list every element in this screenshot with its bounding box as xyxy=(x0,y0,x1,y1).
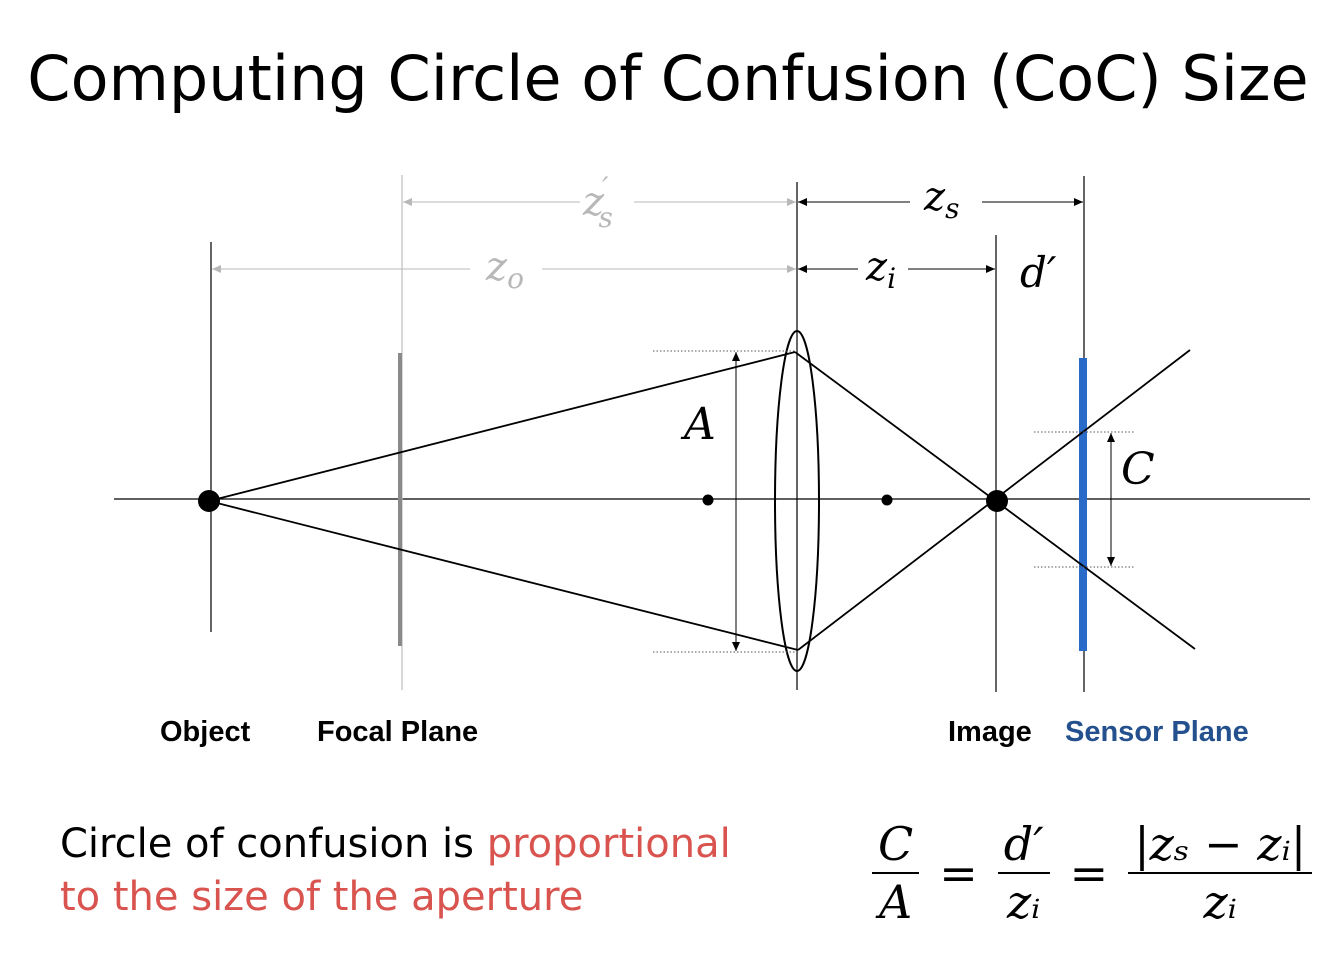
zs-label: zs xyxy=(923,174,959,225)
slide-title: Computing Circle of Confusion (CoC) Size xyxy=(27,42,1309,115)
caption-plain-text: Circle of confusion is xyxy=(60,821,487,867)
zi-label: zi xyxy=(865,244,896,295)
caption-highlight-2: to the size of the aperture xyxy=(60,874,584,920)
caption-highlight-1: proportional xyxy=(486,821,731,867)
equals-sign-2: = xyxy=(1069,846,1109,900)
fraction-2-numerator: d′ xyxy=(1003,817,1044,871)
back-focal-point xyxy=(881,494,893,506)
fraction-3-numerator: |zₛ − zᵢ| xyxy=(1134,817,1307,871)
lens xyxy=(774,330,820,672)
focal-plane-label: Focal Plane xyxy=(317,716,479,748)
fraction-1-bar xyxy=(872,872,920,874)
coc-label: C xyxy=(1121,444,1155,495)
image-label: Image xyxy=(948,716,1032,748)
ray-object-to-lens-bottom xyxy=(208,500,799,651)
fraction-1-denominator: A xyxy=(878,875,913,929)
fraction-2-bar xyxy=(997,872,1050,874)
ray-object-to-lens-top xyxy=(208,351,796,502)
fraction-1-numerator: C xyxy=(878,817,914,871)
object-point xyxy=(198,490,220,512)
image-point xyxy=(986,490,1008,512)
d-prime-label: d′ xyxy=(1020,248,1057,297)
fraction-3-bar xyxy=(1128,872,1313,874)
fraction-abs-diff-over-zi: |zₛ − zᵢ| zᵢ xyxy=(1128,816,1313,930)
coc-equation: C A = d′ zᵢ = |zₛ − zᵢ| zᵢ xyxy=(866,808,1318,938)
fraction-3-denominator: zᵢ xyxy=(1203,875,1237,929)
fraction-2-denominator: zᵢ xyxy=(1006,875,1041,929)
sensor-plane-label: Sensor Plane xyxy=(1065,716,1249,748)
aperture-label: A xyxy=(680,399,716,450)
object-label: Object xyxy=(160,716,251,748)
equals-sign-1: = xyxy=(939,846,978,900)
front-focal-point xyxy=(702,494,714,506)
zs-prime-label: z′s xyxy=(582,171,613,234)
zo-label: zo xyxy=(485,244,524,295)
fraction-d-over-zi: d′ zᵢ xyxy=(997,816,1050,930)
fraction-c-over-a: C A xyxy=(872,816,920,930)
caption: Circle of confusion is proportional to t… xyxy=(60,818,780,924)
